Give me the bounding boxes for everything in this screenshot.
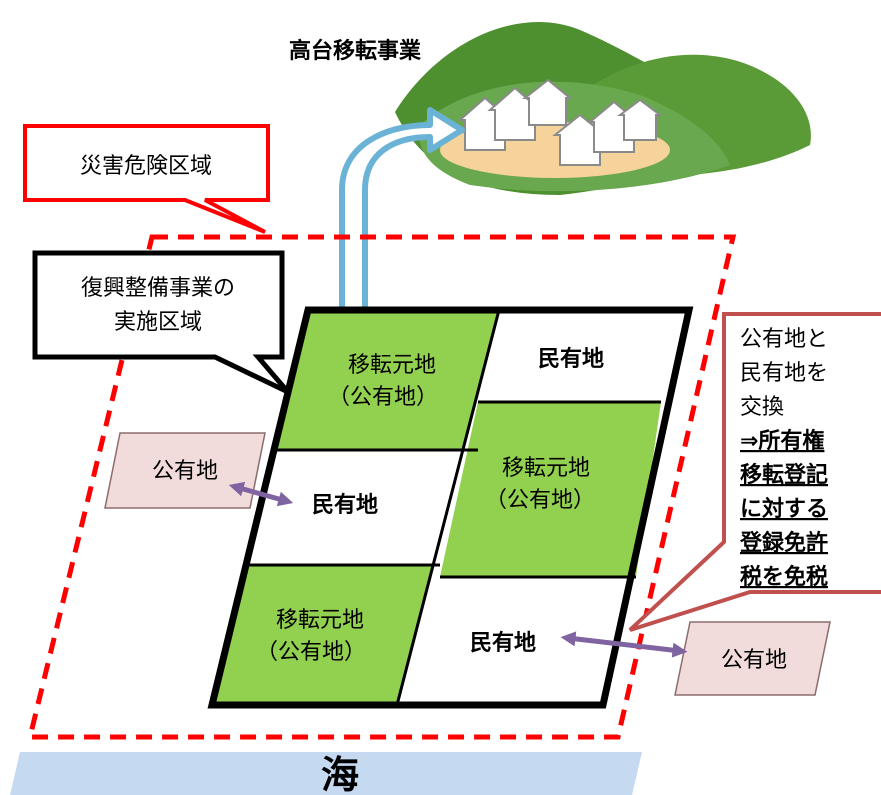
exchange-note-bold-line5: 税を免税 — [740, 564, 828, 590]
project-title: 高台移転事業 — [289, 38, 422, 64]
relocation-hills-illustration — [395, 21, 811, 195]
exchange-note-bold-line3: に対する — [740, 497, 828, 522]
plot-top-right — [478, 310, 689, 402]
reconstruction-area-label-line2: 実施区域 — [114, 310, 202, 335]
reconstruction-area-outline — [207, 306, 694, 709]
plot-bottom-left — [212, 565, 434, 705]
exchange-note-line3: 交換 — [740, 395, 784, 420]
exchange-note-line1: 公有地と — [740, 327, 828, 352]
disaster-zone-outline — [26, 234, 737, 740]
plot-bottom-right-label: 民有地 — [470, 630, 536, 656]
plot-bottom-left-line2: （公有地） — [256, 640, 366, 665]
sea-band — [10, 752, 642, 795]
plot-bottom-right — [397, 577, 636, 705]
exchange-note-bold-line2: 移転登記 — [740, 462, 828, 488]
plot-mid-right — [440, 402, 661, 577]
sea-label: 海 — [321, 753, 359, 795]
public-land-left-label: 公有地 — [152, 459, 218, 484]
plot-top-left-line2: （公有地） — [328, 385, 438, 410]
public-land-right-box — [674, 621, 831, 696]
public-land-right-label: 公有地 — [721, 648, 787, 673]
plot-top-right-label: 民有地 — [538, 346, 604, 372]
exchange-note-callout: 公有地と 民有地を 交換 ⇒所有権 移転登記 に対する 登録免許 税を免税 — [628, 312, 881, 632]
exchange-arrow-right — [560, 631, 688, 658]
disaster-zone-callout: 災害危険区域 — [23, 124, 270, 234]
exchange-note-bold-line4: 登録免許 — [739, 530, 828, 556]
exchange-arrow-left — [228, 481, 294, 507]
plot-mid-right-line2: （公有地） — [485, 488, 595, 513]
exchange-note-bold-line1: ⇒所有権 — [740, 428, 824, 454]
public-land-left-box — [104, 432, 266, 509]
disaster-zone-label: 災害危険区域 — [80, 154, 212, 179]
plot-bottom-left-line1: 移転元地 — [276, 608, 364, 633]
plot-top-left — [275, 310, 499, 450]
reconstruction-area-label-line1: 復興整備事業の — [81, 276, 235, 301]
exchange-note-line2: 民有地を — [740, 361, 828, 386]
plot-top-left-line1: 移転元地 — [348, 353, 436, 378]
plot-mid-left — [245, 450, 464, 565]
reconstruction-area-grid — [207, 306, 694, 709]
plot-mid-right-line1: 移転元地 — [502, 456, 590, 481]
relocation-up-arrow — [339, 107, 465, 313]
reconstruction-area-callout: 復興整備事業の 実施区域 — [32, 250, 290, 395]
plot-mid-left-label: 民有地 — [312, 492, 378, 518]
